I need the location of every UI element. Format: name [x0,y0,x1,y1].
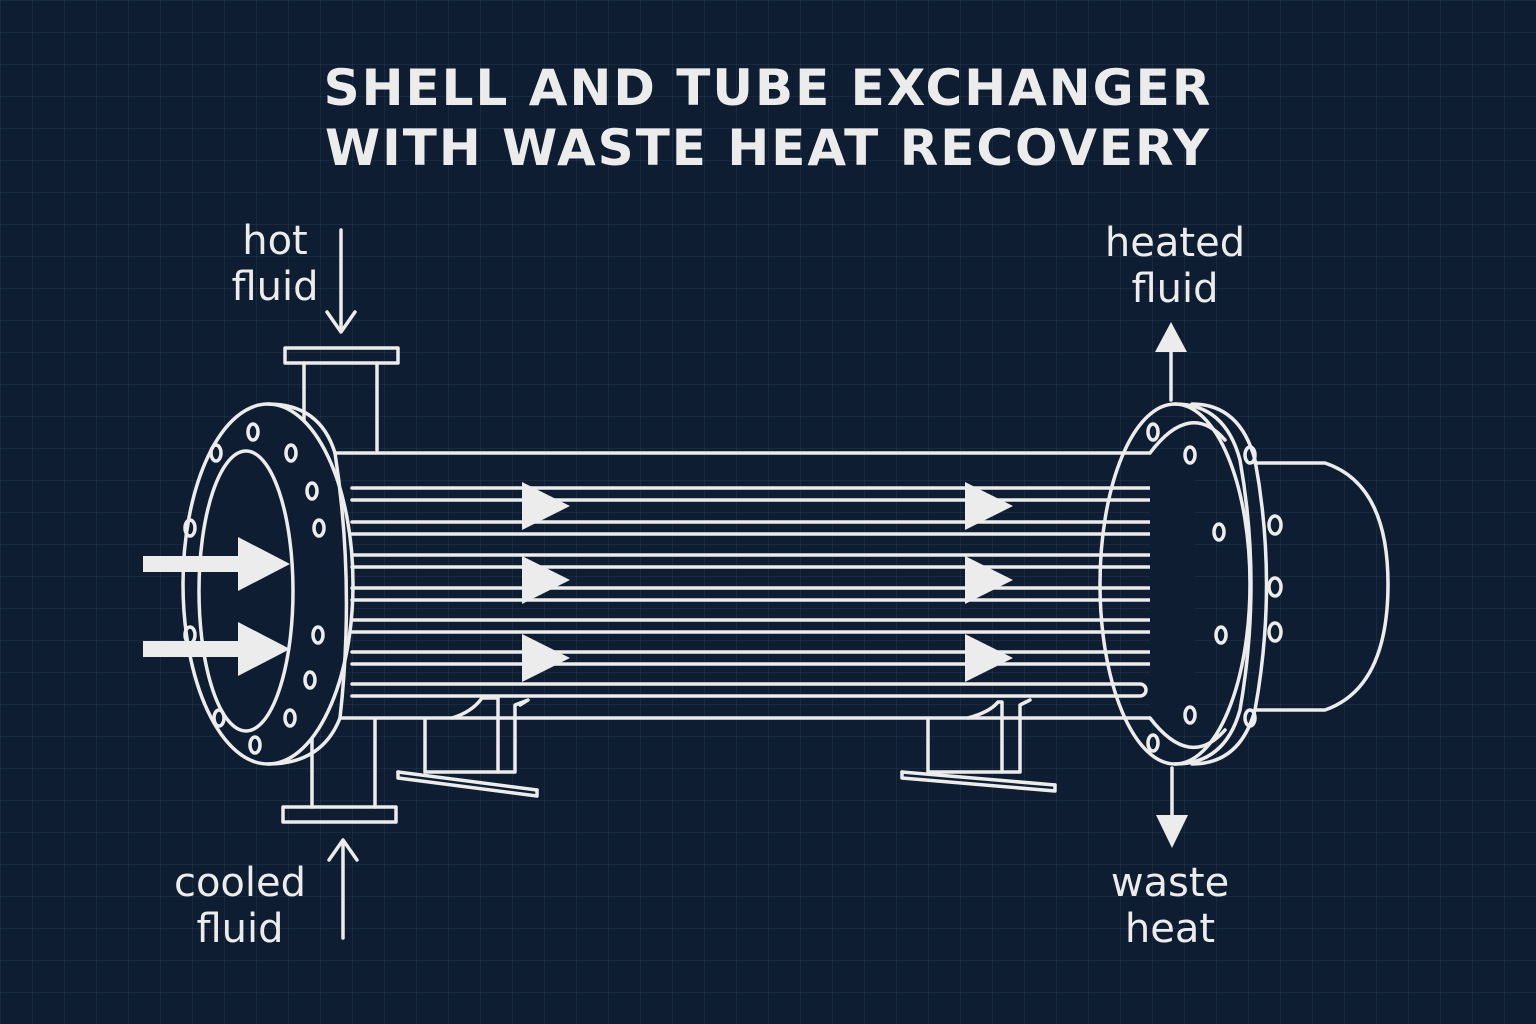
bolt-holes-left [183,422,326,755]
waste-heat-arrow-icon [1156,766,1188,848]
arrow-right-icon [143,622,290,676]
arrow-right-icon [143,537,290,591]
shell-body [333,451,1152,720]
label-heated-fluid-line2: fluid [1131,266,1219,312]
label-waste-heat-line2: heat [1124,906,1216,952]
flow-arrow-icon [965,556,1013,604]
label-waste-heat: waste heat [1095,860,1245,952]
bolt-holes-right [1146,422,1283,753]
right-flange [1098,402,1390,766]
label-waste-heat-line1: waste [1110,860,1230,906]
flow-arrow-icon [522,634,570,682]
label-heated-fluid: heated fluid [1090,220,1260,312]
saddle-left [396,696,539,798]
flow-arrow-icon [965,634,1013,682]
heated-fluid-arrow-icon [1155,322,1187,402]
diagram-title: SHELL AND TUBE EXCHANGER WITH WASTE HEAT… [0,58,1536,178]
flow-arrow-icon [965,482,1013,530]
left-flange [181,402,355,766]
inlet-arrows [143,537,290,676]
label-hot-fluid-line1: hot [242,218,308,264]
label-hot-fluid-line2: fluid [231,264,319,310]
tube-bundle [350,486,1176,698]
label-heated-fluid-line1: heated [1104,220,1246,266]
hot-fluid-arrow-icon [325,228,357,334]
title-line-2: WITH WASTE HEAT RECOVERY [324,119,1212,177]
saddle-right [900,698,1057,793]
label-cooled-fluid-line2: fluid [196,906,284,952]
cooled-fluid-arrow-icon [327,838,359,940]
label-hot-fluid: hot fluid [210,218,340,310]
label-cooled-fluid-line1: cooled [173,860,307,906]
flow-arrow-icon [522,482,570,530]
flow-arrow-icon [522,556,570,604]
label-cooled-fluid: cooled fluid [160,860,320,952]
title-line-1: SHELL AND TUBE EXCHANGER [323,59,1213,117]
tube-flow-arrows [522,482,1013,682]
